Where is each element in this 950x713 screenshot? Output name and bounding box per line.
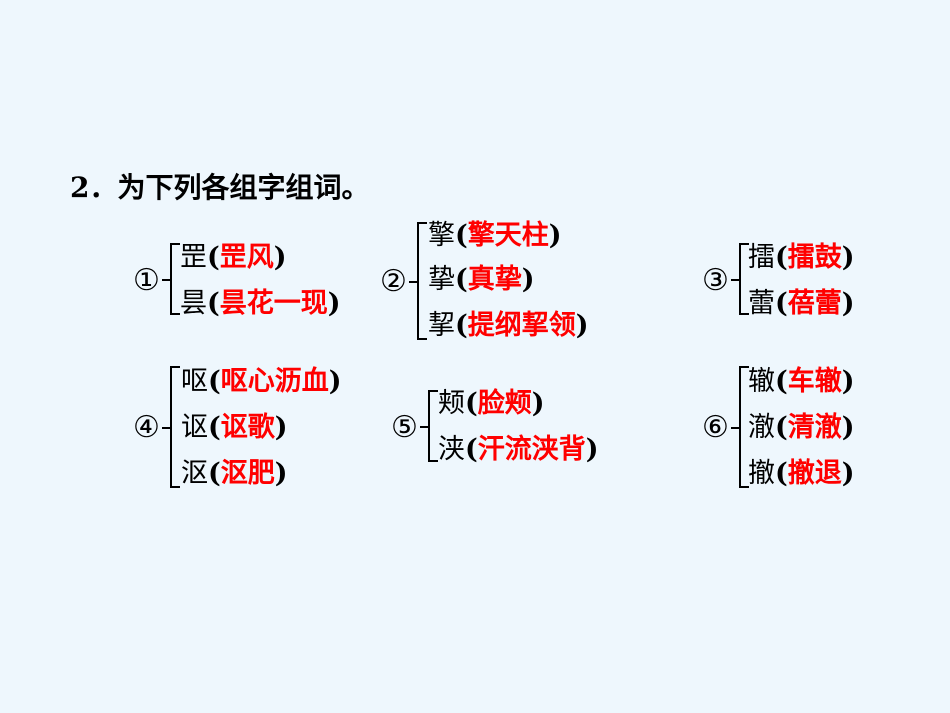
group-number: ④ — [133, 410, 160, 445]
word-row: 撤(撤退) — [748, 458, 855, 489]
word-row: 挚(真挚) — [428, 264, 535, 295]
word-row: 颊(脸颊) — [438, 388, 545, 419]
word-row: 罡(罡风) — [180, 242, 287, 273]
group-number: ③ — [702, 263, 729, 298]
brace — [162, 243, 186, 315]
word-row: 澈(清澈) — [748, 412, 855, 443]
word-row: 浃(汗流浃背) — [438, 434, 599, 465]
group-number: ② — [380, 264, 407, 299]
brace — [162, 366, 186, 488]
word-row: 讴(讴歌) — [181, 412, 288, 443]
word-row: 蕾(蓓蕾) — [748, 288, 855, 319]
question-title: 2．为下列各组字组词。 — [70, 171, 370, 204]
word-row: 昙(昙花一现) — [180, 288, 341, 319]
group-number: ⑤ — [391, 410, 418, 445]
word-row: 辙(车辙) — [748, 366, 855, 397]
word-row: 呕(呕心沥血) — [181, 366, 342, 397]
word-row: 挈(提纲挈领) — [428, 310, 589, 341]
word-row: 擎(擎天柱) — [428, 220, 562, 251]
brace — [420, 390, 444, 462]
brace — [731, 366, 755, 488]
word-row: 沤(沤肥) — [181, 458, 288, 489]
group-number: ⑥ — [702, 410, 729, 445]
group-number: ① — [133, 263, 160, 298]
word-row: 擂(擂鼓) — [748, 242, 855, 273]
brace — [731, 243, 755, 315]
brace — [409, 222, 433, 340]
